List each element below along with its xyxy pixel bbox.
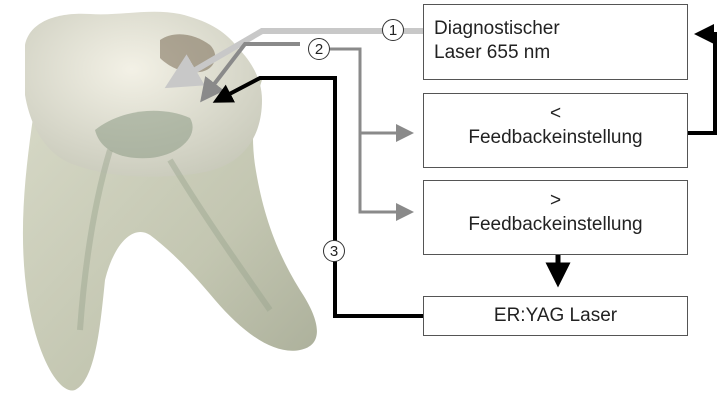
feedback-above-label: Feedbackeinstellung	[424, 213, 687, 237]
feedback-below-label: Feedbackeinstellung	[424, 126, 687, 150]
beam-2-to-feedback-above	[360, 133, 408, 212]
diagnostic-laser-line-2: Laser 655 nm	[434, 41, 687, 65]
marker-2: 2	[308, 38, 330, 60]
feedback-below-box: < Feedbackeinstellung	[423, 93, 688, 168]
feedback-below-symbol: <	[424, 102, 687, 126]
diagnostic-laser-line-1: Diagnostischer	[434, 17, 687, 41]
tooth-illustration	[23, 12, 317, 391]
er-yag-laser-label: ER:YAG Laser	[424, 304, 687, 328]
feedback-above-symbol: >	[424, 189, 687, 213]
marker-1: 1	[382, 19, 404, 41]
beam-2-to-feedback-below	[330, 49, 408, 133]
er-yag-laser-box: ER:YAG Laser	[423, 296, 688, 336]
diagnostic-laser-box: Diagnostischer Laser 655 nm	[423, 4, 688, 80]
feedback-loop-arrow	[688, 34, 715, 133]
feedback-above-box: > Feedbackeinstellung	[423, 180, 688, 255]
marker-3: 3	[323, 240, 345, 262]
